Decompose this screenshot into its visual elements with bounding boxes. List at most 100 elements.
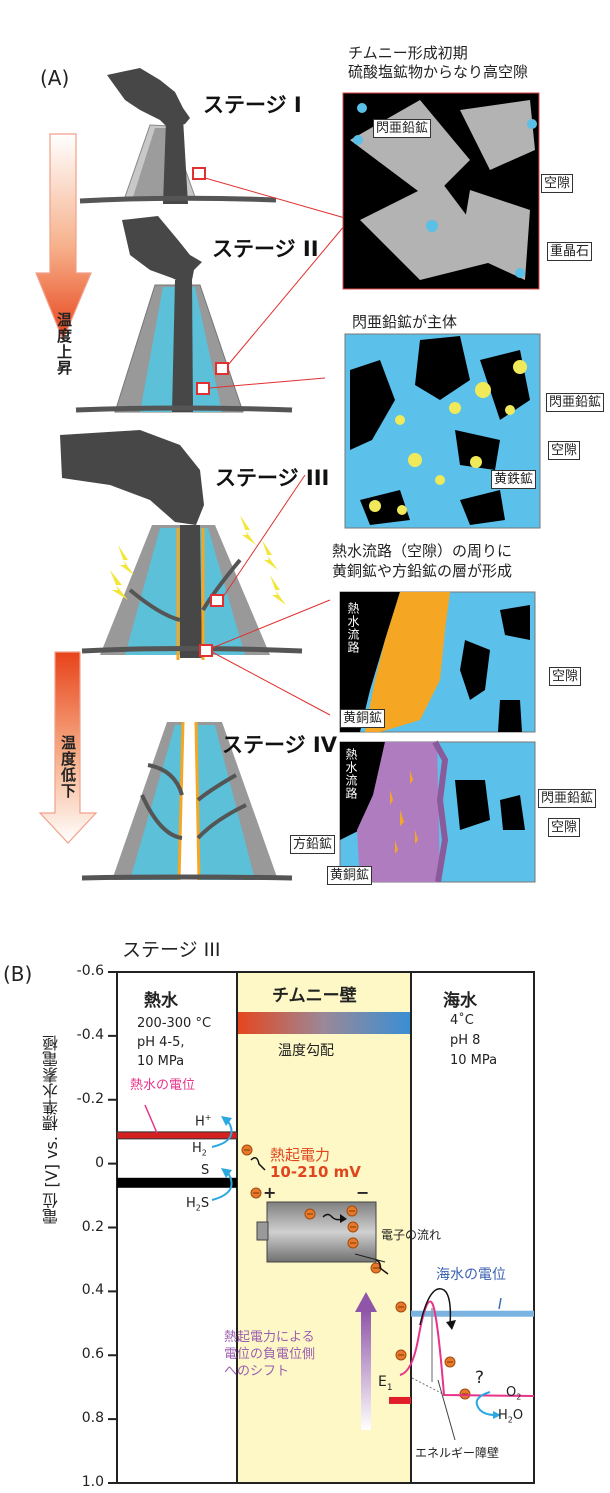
inset-stage-3 <box>339 591 536 733</box>
inset-2-caption: 閃亜鉛鉱が主体 <box>352 313 458 331</box>
arrowhead <box>446 1320 456 1330</box>
callout-sphalerite: 閃亜鉛鉱 <box>373 119 432 138</box>
electrons <box>241 1144 471 1400</box>
seawater-potential-pointer <box>498 1297 502 1310</box>
callout-pore: 空隙 <box>548 441 581 460</box>
callout-barite: 重晶石 <box>547 242 593 261</box>
seawater-title: 海水 <box>443 991 477 1011</box>
seawater-potential-label: 海水の電位 <box>436 1267 506 1283</box>
y-tick-label: 0.4 <box>81 1282 104 1299</box>
callout-chalcopyrite: 黄銅鉱 <box>327 866 373 885</box>
stage-1-label: ステージ I <box>203 93 302 117</box>
electron-flow-pointer <box>354 1253 386 1263</box>
y-tick-label: 1.0 <box>81 1474 104 1490</box>
chimney-wall-title: チムニー壁 <box>272 986 357 1006</box>
o2-label: O2 <box>506 1385 522 1402</box>
seawater-temperature: 4˚C <box>450 1013 474 1028</box>
inset-1-caption-line-1: チムニー形成初期 <box>348 44 468 62</box>
battery-minus: − <box>356 1183 370 1202</box>
panel-b-label: (B) <box>3 962 33 986</box>
temperature-rise-label: 温度上昇 <box>55 312 73 376</box>
battery-plus: + <box>263 1183 277 1202</box>
e1-marker <box>389 1396 411 1404</box>
hydrothermal-title: 熱水 <box>144 991 178 1011</box>
y-axis-title: 電位 [V] vs. 標準水素電極 <box>42 1035 61 1225</box>
y-tick-label: 0.2 <box>81 1218 104 1235</box>
callout-pore: 空隙 <box>541 174 574 193</box>
electron-path-arrow <box>322 1213 343 1221</box>
temperature-fall-arrow <box>38 651 98 844</box>
electron-path-arrow <box>250 1157 266 1171</box>
hydrothermal-potential-line <box>116 1131 238 1140</box>
panel-a-label: (A) <box>40 66 70 90</box>
inset-1-caption-line-2: 硫酸塩鉱物からなり高空隙 <box>348 63 529 81</box>
callout-chalcopyrite: 黄銅鉱 <box>340 709 386 728</box>
seawater-potential-line <box>411 1310 534 1317</box>
energy-barrier-curve <box>399 1300 535 1397</box>
barrier-label-pointer <box>437 1379 456 1441</box>
stage-4-label: ステージ IV <box>222 733 337 757</box>
y-axis-ticks <box>108 971 117 1484</box>
inset-stage-4 <box>339 740 536 883</box>
y-tick-label: -0.6 <box>76 963 104 979</box>
hydrothermal-potential-pointer <box>144 1104 158 1134</box>
shift-label-line-1: 熱起電力による <box>224 1330 315 1345</box>
sulfur-label: S <box>201 1163 210 1178</box>
hydrothermal-potential-label: 熱水の電位 <box>130 1078 196 1093</box>
callout-pore: 空隙 <box>549 667 582 686</box>
seawater-pressure: 10 MPa <box>450 1053 498 1068</box>
stage-2-label: ステージ II <box>212 237 319 261</box>
potential-shift-arrow <box>355 1292 377 1430</box>
y-tick-label: 0.8 <box>81 1410 104 1427</box>
h2o-label: H2O <box>498 1408 524 1425</box>
arrowhead <box>221 1168 232 1178</box>
e1-label: E1 <box>378 1374 393 1393</box>
y-tick-label: 0 <box>95 1154 104 1171</box>
hydrothermal-pressure: 10 MPa <box>137 1054 185 1069</box>
inset-3-caption-line-2: 黄銅鉱や方鉛鉱の層が形成 <box>332 562 513 580</box>
shift-label-line-2: 電位の負電位側 <box>224 1347 316 1362</box>
inset-4-flow-path-label: 熱水流路 <box>344 748 358 800</box>
stage-1-chimney <box>79 68 346 219</box>
h-plus-label: H+ <box>195 1113 212 1130</box>
arrowhead <box>221 1116 232 1126</box>
callout-sphalerite: 閃亜鉛鉱 <box>546 393 605 412</box>
stage-3-label: ステージ III <box>215 466 330 490</box>
shift-label-line-3: へのシフト <box>224 1364 290 1379</box>
thermoelectric-value: 10-210 mV <box>270 1163 361 1181</box>
hydrothermal-ph: pH 4-5, <box>137 1035 185 1050</box>
inset-3-flow-path-label: 熱水流路 <box>346 602 360 654</box>
electron-transfer-arrow <box>419 1288 452 1326</box>
inset-3-caption-line-1: 熱水流路（空隙）の周りに <box>332 542 513 560</box>
callout-galena: 方鉛鉱 <box>290 835 336 854</box>
stage-2-chimney <box>75 216 346 413</box>
thermoelectric-label: 熱起電力 <box>270 1146 331 1164</box>
stage-3-chimney <box>60 430 331 716</box>
unknown-reaction-mark: ? <box>475 1368 485 1388</box>
hydrothermal-column <box>117 972 237 1483</box>
electron-flow-arrow <box>375 1259 389 1275</box>
panel-b-title: ステージ III <box>122 939 221 961</box>
h2s-label: H2S <box>186 1196 210 1213</box>
inset-stage-2 <box>344 333 541 529</box>
callout-pyrite: 黄鉄鉱 <box>491 470 537 489</box>
y-tick-label: -0.2 <box>76 1090 104 1107</box>
y-tick-label: 0.6 <box>81 1346 104 1363</box>
temperature-fall-label: 温度低下 <box>59 735 77 799</box>
oxygen-reduction-arrow <box>475 1391 496 1416</box>
temperature-gradient-bar <box>238 1012 410 1034</box>
seawater-ph: pH 8 <box>450 1033 481 1048</box>
electron-flow-label: 電子の流れ <box>381 1228 442 1242</box>
energy-barrier-label: エネルギー障壁 <box>415 1446 500 1460</box>
battery-icon <box>256 1201 377 1263</box>
callout-pore: 空隙 <box>548 818 581 837</box>
h2s-potential-line <box>117 1177 237 1188</box>
seawater-column <box>411 972 534 1483</box>
h2-label: H2 <box>192 1141 207 1158</box>
arrowhead <box>493 1411 501 1419</box>
callout-sphalerite: 閃亜鉛鉱 <box>538 789 597 808</box>
hydrothermal-temperature: 200-300 °C <box>137 1016 212 1031</box>
temperature-gradient-label: 温度勾配 <box>278 1043 334 1059</box>
temperature-rise-arrow <box>35 133 92 342</box>
